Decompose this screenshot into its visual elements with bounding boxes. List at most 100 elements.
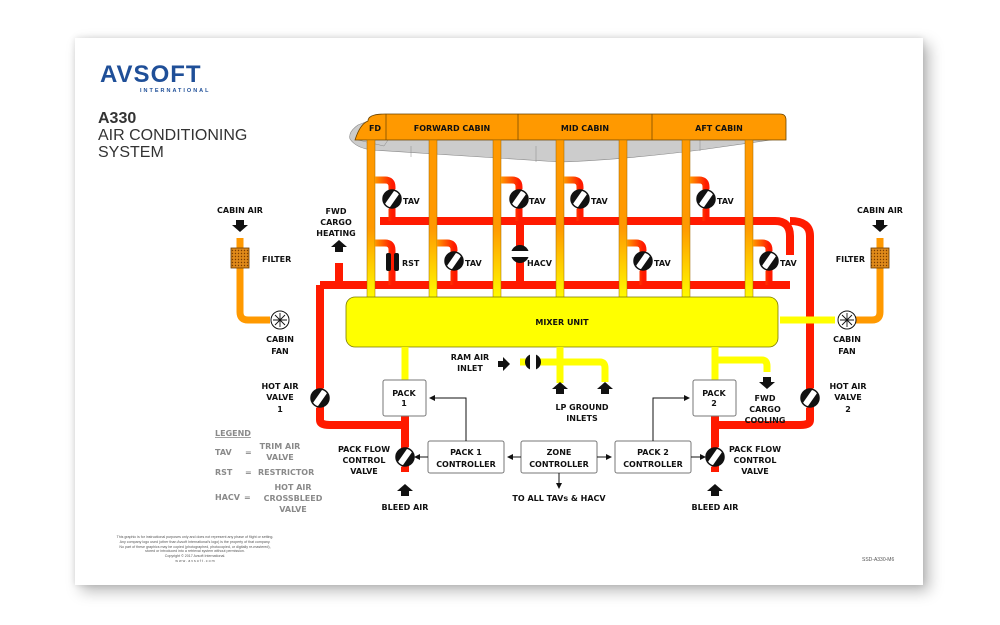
cabin-fan-left-icon <box>270 310 290 330</box>
svg-text:CONTROLLER: CONTROLLER <box>623 460 683 469</box>
svg-text:RAM AIR: RAM AIR <box>451 353 489 362</box>
filter-right-icon <box>870 247 890 269</box>
pack-flow-valve-2-icon <box>705 447 725 467</box>
disclaimer: This graphic is for instructional purpos… <box>116 535 274 563</box>
hacv-valve-icon <box>511 245 529 263</box>
zone-mid-cabin: MID CABIN <box>561 124 609 133</box>
ram-air-arrow-icon <box>498 357 510 371</box>
svg-text:CONTROLLER: CONTROLLER <box>529 460 589 469</box>
svg-text:INLET: INLET <box>457 364 483 373</box>
cabin-fan-right-icon <box>837 310 857 330</box>
svg-text:TAV: TAV <box>591 197 608 206</box>
document-id: SSD-A330-M6 <box>862 557 895 563</box>
svg-text:=: = <box>245 468 252 477</box>
zone-supply-ducts <box>366 139 773 301</box>
svg-text:1: 1 <box>277 405 283 414</box>
pack-1-box: PACK 1 <box>382 379 427 417</box>
flow-arrows <box>232 220 888 496</box>
control-signal-arrows <box>414 395 706 489</box>
hacv-label: HACV <box>527 259 553 268</box>
svg-text:CABIN: CABIN <box>266 335 294 344</box>
svg-text:HOT AIR: HOT AIR <box>274 483 311 492</box>
svg-text:VALVE: VALVE <box>279 505 307 514</box>
svg-text:FAN: FAN <box>271 347 288 356</box>
lp-ground-arrow-2-icon <box>597 382 613 394</box>
zone-forward-cabin: FORWARD CABIN <box>414 124 491 133</box>
fwd-cargo-heating-arrow-icon <box>331 240 347 252</box>
pack-2-box: PACK 2 <box>692 379 737 417</box>
svg-text:CARGO: CARGO <box>320 218 352 227</box>
svg-text:CONTROL: CONTROL <box>734 456 777 465</box>
to-all-tavs-label: TO ALL TAVs & HACV <box>512 494 606 503</box>
svg-text:=: = <box>244 493 251 502</box>
logo-subtitle: INTERNATIONAL <box>140 88 211 94</box>
trim-air-valves <box>310 189 820 467</box>
svg-text:HACV: HACV <box>215 493 241 502</box>
svg-text:PACK: PACK <box>702 389 726 398</box>
svg-text:INLETS: INLETS <box>566 414 598 423</box>
svg-text:RST: RST <box>215 468 233 477</box>
zone-controller-box: ZONE CONTROLLER <box>520 440 598 474</box>
svg-text:HEATING: HEATING <box>316 229 355 238</box>
svg-text:CONTROLLER: CONTROLLER <box>436 460 496 469</box>
filter-left-label: FILTER <box>262 255 291 264</box>
svg-text:CONTROL: CONTROL <box>343 456 386 465</box>
bleed-air-right-label: BLEED AIR <box>692 503 739 512</box>
tav-fwd-2-icon <box>509 189 529 209</box>
zone-fd: FD <box>369 124 381 133</box>
bleed-air-left-arrow-icon <box>397 484 413 496</box>
tav-aft-1-icon <box>696 189 716 209</box>
svg-text:FAN: FAN <box>838 347 855 356</box>
svg-text:COOLING: COOLING <box>745 416 786 425</box>
svg-text:CROSSBLEED: CROSSBLEED <box>264 494 323 503</box>
svg-text:VALVE: VALVE <box>834 393 862 402</box>
hot-air-valve-2-icon <box>800 388 820 408</box>
svg-text:HOT AIR: HOT AIR <box>261 382 298 391</box>
lp-ground-arrow-1-icon <box>552 382 568 394</box>
hot-air-valve-1-icon <box>310 388 330 408</box>
bleed-air-right-arrow-icon <box>707 484 723 496</box>
rst-label: RST <box>402 259 420 268</box>
bleed-air-left-label: BLEED AIR <box>382 503 429 512</box>
fwd-cargo-cooling-arrow-icon <box>759 377 775 389</box>
svg-text:VALVE: VALVE <box>266 453 294 462</box>
fuselage: FD FORWARD CABIN MID CABIN AFT CABIN <box>349 113 787 163</box>
svg-text:VALVE: VALVE <box>266 393 294 402</box>
cabin-air-left-arrow-icon <box>232 220 248 232</box>
svg-text:TAV: TAV <box>465 259 482 268</box>
svg-text:PACK FLOW: PACK FLOW <box>729 445 781 454</box>
cabin-air-right-arrow-icon <box>872 220 888 232</box>
cabin-air-right-label: CABIN AIR <box>857 206 903 215</box>
pack-flow-valve-1-icon <box>395 447 415 467</box>
pack-1-controller-box: PACK 1 CONTROLLER <box>427 440 505 474</box>
svg-text:TAV: TAV <box>529 197 546 206</box>
restrictor-icon <box>386 253 399 271</box>
svg-text:FWD: FWD <box>755 394 776 403</box>
title-line3: SYSTEM <box>98 144 164 161</box>
svg-text:2: 2 <box>711 399 717 408</box>
svg-text:TAV: TAV <box>403 197 420 206</box>
pack-2-controller-box: PACK 2 CONTROLLER <box>614 440 692 474</box>
cabin-air-left-label: CABIN AIR <box>217 206 263 215</box>
svg-text:PACK FLOW: PACK FLOW <box>338 445 390 454</box>
svg-text:VALVE: VALVE <box>741 467 769 476</box>
svg-text:CARGO: CARGO <box>749 405 781 414</box>
svg-text:RESTRICTOR: RESTRICTOR <box>258 468 314 477</box>
svg-text:PACK 1: PACK 1 <box>450 448 482 457</box>
svg-text:TAV: TAV <box>780 259 797 268</box>
svg-text:VALVE: VALVE <box>350 467 378 476</box>
svg-text:ZONE: ZONE <box>547 448 572 457</box>
legend-title: LEGEND <box>215 429 251 438</box>
tav-fwd-1-icon <box>444 251 464 271</box>
svg-text:TAV: TAV <box>654 259 671 268</box>
tav-fd-icon <box>382 189 402 209</box>
filter-right-label: FILTER <box>836 255 865 264</box>
avsoft-logo: AVSOFT INTERNATIONAL <box>100 63 211 95</box>
title-line2: AIR CONDITIONING <box>98 127 248 144</box>
svg-text:1: 1 <box>401 399 407 408</box>
svg-text:PACK: PACK <box>392 389 416 398</box>
legend: LEGEND TAV = TRIM AIR VALVE RST = RESTRI… <box>215 429 323 514</box>
svg-text:LP GROUND: LP GROUND <box>555 403 608 412</box>
filter-left-icon <box>230 247 250 269</box>
